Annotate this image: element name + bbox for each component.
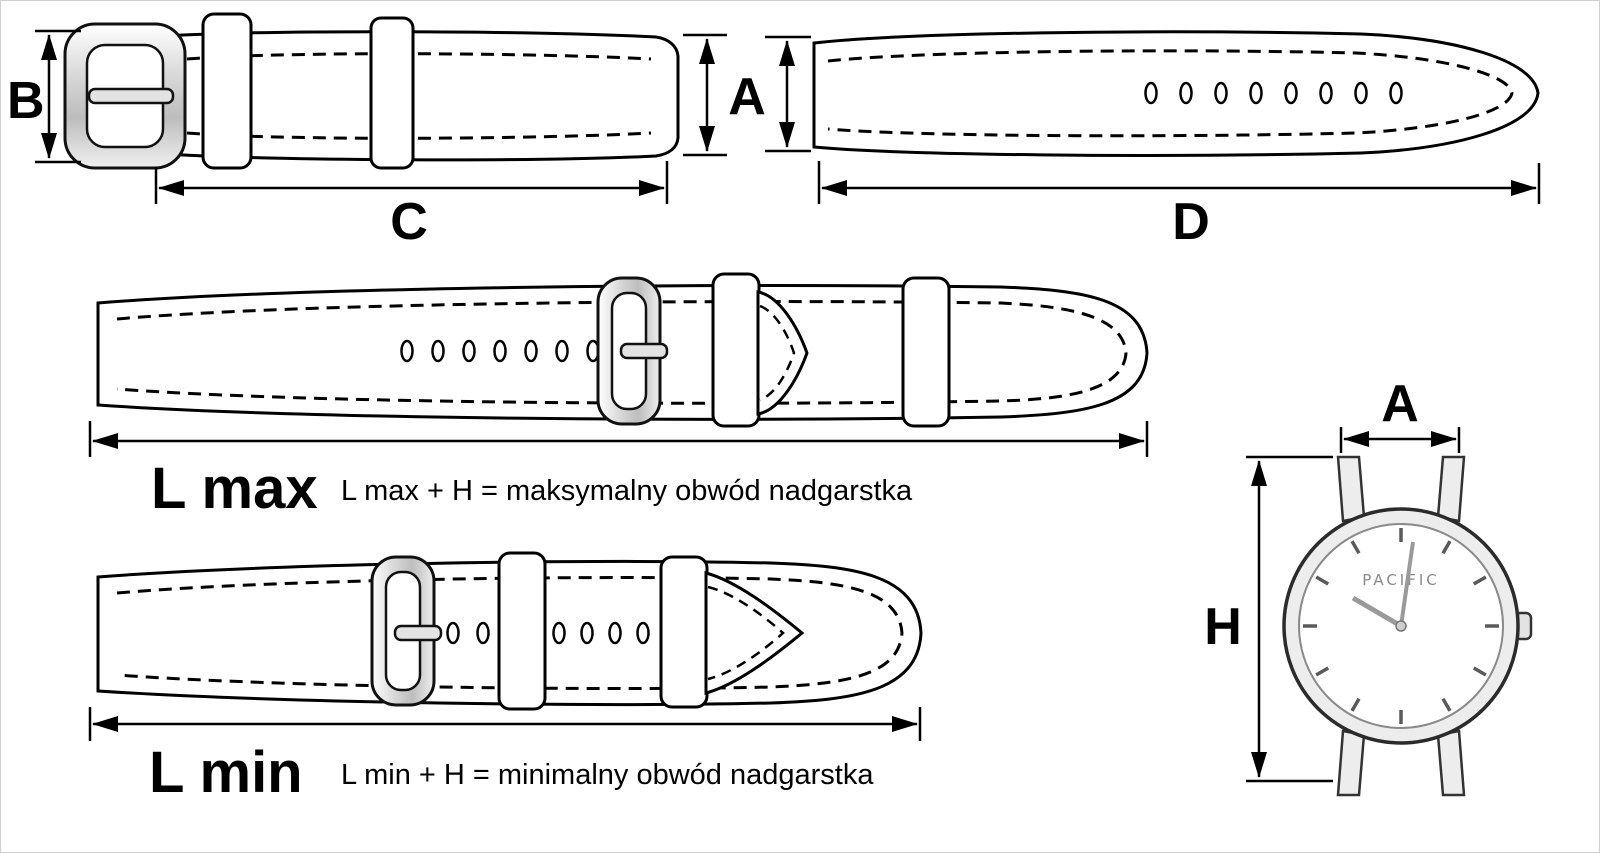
- strap-holes: [1144, 81, 1403, 105]
- strap-stitching: [116, 300, 1128, 405]
- strap-tip: [756, 290, 809, 416]
- dimension-c-label: C: [390, 193, 428, 251]
- hands-center-cap: [1395, 620, 1407, 632]
- strap-tip-stitching: [759, 304, 796, 402]
- buckle: [596, 276, 669, 426]
- dimension-l-max: L max L max + H = maksymalny obwód nadga…: [88, 421, 1149, 521]
- strap-body: [812, 30, 1540, 157]
- dimension-a-watch: A: [1339, 375, 1461, 453]
- strap-holes: [400, 339, 600, 363]
- strap-keeper: [901, 276, 951, 428]
- dimension-d: D: [817, 161, 1541, 251]
- buckle-strap-diagram: [63, 12, 680, 170]
- buckle-prong: [619, 342, 669, 360]
- l-max-strap-diagram: [96, 272, 1149, 428]
- strap-keeper: [497, 551, 547, 711]
- dimension-l-min: L min L min + H = minimalny obwód nadgar…: [88, 707, 922, 805]
- strap-keeper: [659, 555, 709, 709]
- watch-lug: [1436, 729, 1466, 797]
- l-min-formula: L min + H = minimalny obwód nadgarstka: [341, 759, 874, 791]
- dimension-c: C: [154, 161, 669, 251]
- dimension-d-label: D: [1172, 193, 1210, 251]
- strap-stitching: [827, 49, 1514, 138]
- dimension-h-label: H: [1204, 598, 1242, 656]
- watch-lug: [1336, 455, 1366, 523]
- strap-keeper: [201, 12, 253, 170]
- buckle-prong: [87, 87, 175, 105]
- dimension-h-watch: H: [1204, 455, 1333, 783]
- dimension-b: B: [7, 29, 81, 164]
- hour-hand: [1351, 595, 1403, 629]
- dimension-a-straps: A: [683, 33, 811, 157]
- dimension-b-label: B: [7, 72, 45, 130]
- minute-hand: [1399, 541, 1415, 627]
- l-max-formula: L max + H = maksymalny obwód nadgarstka: [341, 475, 913, 507]
- strap-keeper: [369, 16, 415, 170]
- buckle-prong: [393, 624, 443, 642]
- watch-brand-label: PACIFIC: [1362, 571, 1440, 589]
- buckle: [370, 555, 443, 707]
- watch-hour-markers: [1303, 528, 1499, 724]
- l-min-label: L min: [149, 740, 303, 805]
- watch-hands: [1351, 541, 1415, 632]
- dimension-a-label: A: [728, 68, 766, 126]
- strap-holes: [446, 621, 650, 645]
- watch-lug: [1436, 455, 1466, 523]
- tail-strap-diagram: [812, 30, 1540, 157]
- strap-tip-stitching: [707, 585, 785, 681]
- strap-stitching: [116, 576, 904, 690]
- strap-keeper: [711, 272, 761, 428]
- watch-diagram: PACIFIC: [1282, 455, 1533, 797]
- watch-lug: [1336, 729, 1366, 797]
- dimension-a-watch-label: A: [1381, 375, 1419, 433]
- strap-tip: [704, 571, 805, 695]
- l-min-strap-diagram: [96, 551, 923, 711]
- l-max-label: L max: [151, 456, 318, 521]
